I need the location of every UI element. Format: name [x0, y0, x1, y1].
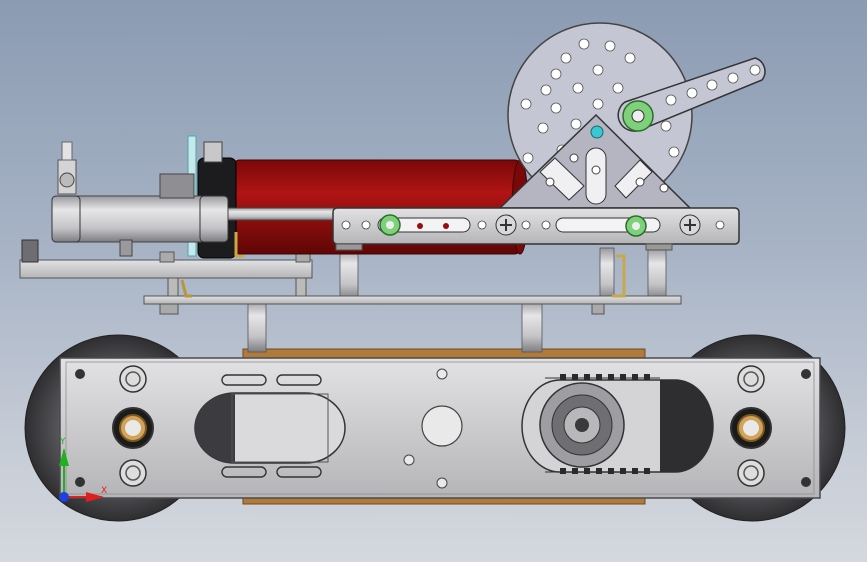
coordinate-triad — [59, 448, 104, 502]
left-bracket-plate — [19, 239, 313, 298]
y-axis-arrow — [59, 448, 69, 466]
upper-rail — [332, 207, 740, 298]
triangle-bracket — [498, 113, 692, 209]
standoffs — [247, 247, 667, 353]
triad-y-label: Y — [60, 437, 66, 447]
chassis-side-plate — [59, 357, 821, 499]
z-axis-dot — [59, 492, 69, 502]
rail-motor-marks — [417, 223, 449, 229]
x-axis-arrow — [86, 492, 104, 502]
pneumatic-cylinder — [51, 141, 349, 257]
top-wood-strip — [242, 348, 646, 359]
triad-x-label: X — [101, 486, 108, 496]
crank-arm — [617, 57, 766, 132]
lower-deck-plate — [143, 295, 682, 315]
